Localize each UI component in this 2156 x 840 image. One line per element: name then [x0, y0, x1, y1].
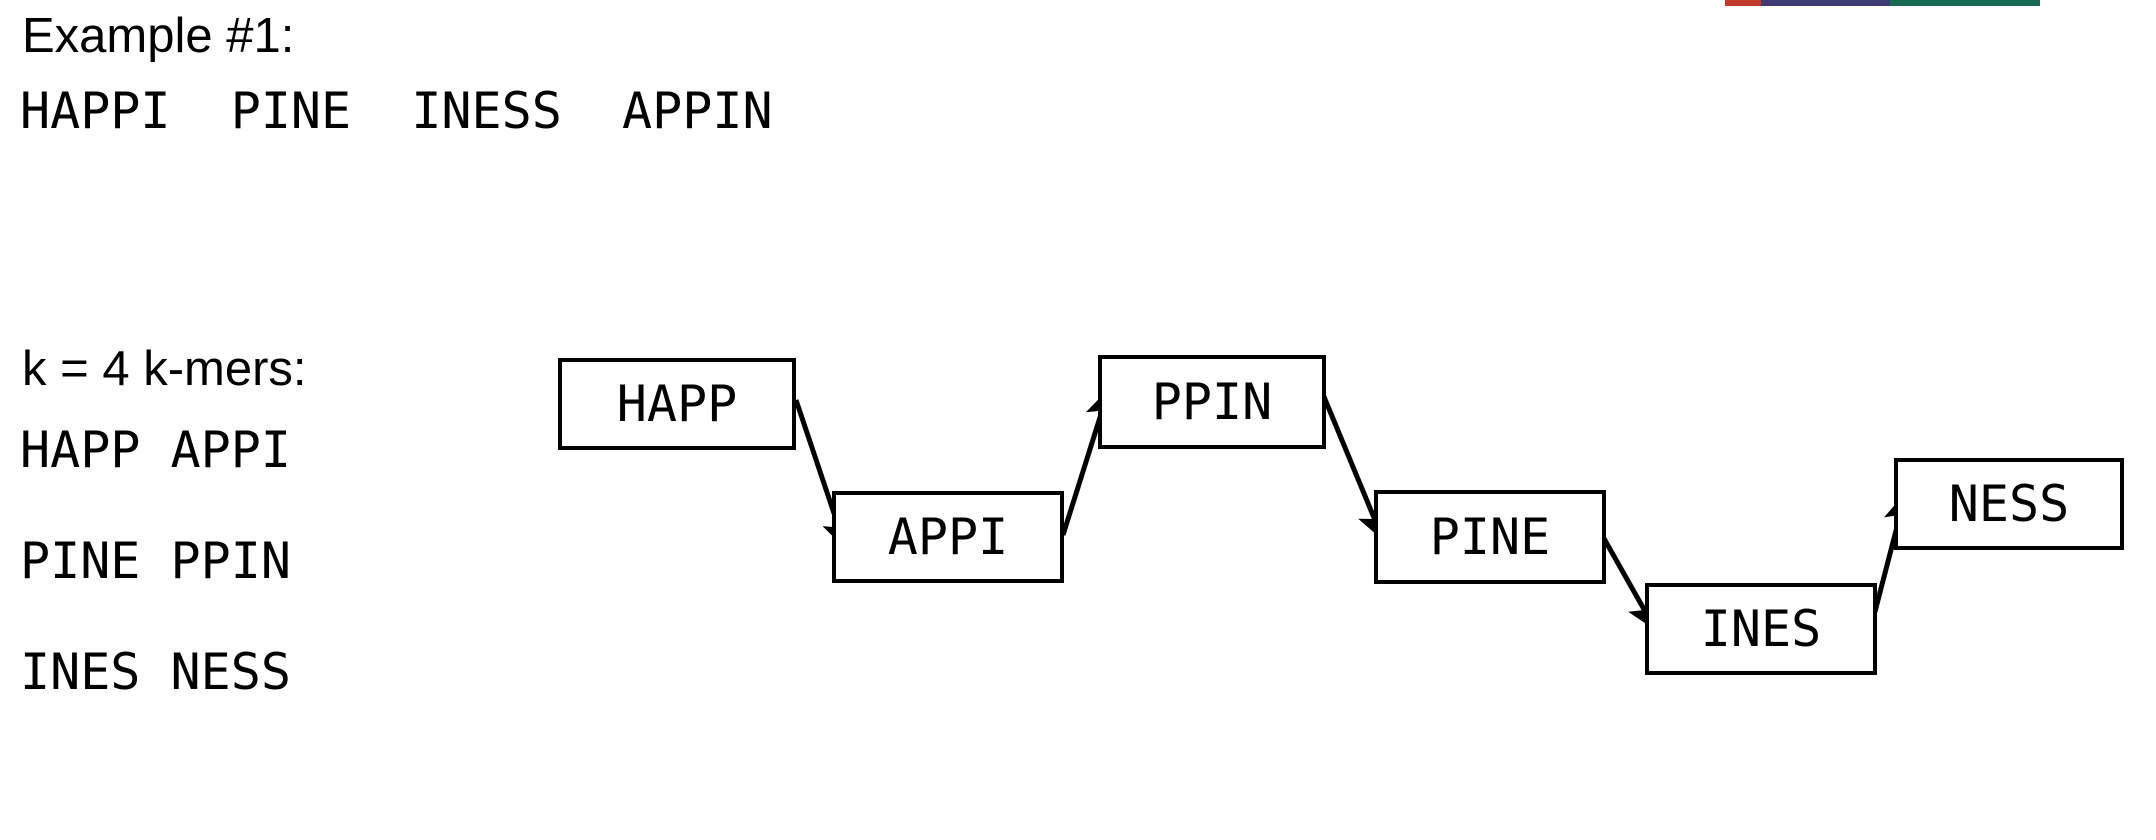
graph-node-pine[interactable]: PINE: [1374, 490, 1606, 584]
graph-node-ppin[interactable]: PPIN: [1098, 355, 1326, 449]
graph-node-label: PPIN: [1151, 373, 1273, 431]
graph-edge-ppin-to-pine: [1319, 391, 1386, 541]
top-color-strip: [1725, 0, 2040, 6]
graph-node-label: NESS: [1948, 475, 2070, 533]
kmer-row: INES NESS: [20, 643, 291, 701]
graph-node-appi[interactable]: APPI: [832, 491, 1064, 583]
graph-node-label: INES: [1700, 600, 1822, 658]
graph-node-happ[interactable]: HAPP: [558, 358, 796, 450]
red-segment: [1725, 0, 1761, 6]
graph-node-ines[interactable]: INES: [1645, 583, 1877, 675]
purple-segment: [1761, 0, 1890, 6]
sequence-fragments-line: HAPPI PINE INESS APPIN: [20, 82, 773, 140]
graph-node-ness[interactable]: NESS: [1894, 458, 2124, 550]
kmer-row: HAPP APPI: [20, 421, 291, 479]
graph-node-label: APPI: [887, 508, 1009, 566]
graph-node-label: HAPP: [616, 375, 738, 433]
kmer-row: PINE PPIN: [20, 532, 291, 590]
page-title: Example #1:: [22, 9, 295, 63]
kmer-label: k = 4 k-mers:: [22, 342, 307, 396]
graph-node-label: PINE: [1429, 508, 1551, 566]
green-segment: [1890, 0, 2040, 6]
